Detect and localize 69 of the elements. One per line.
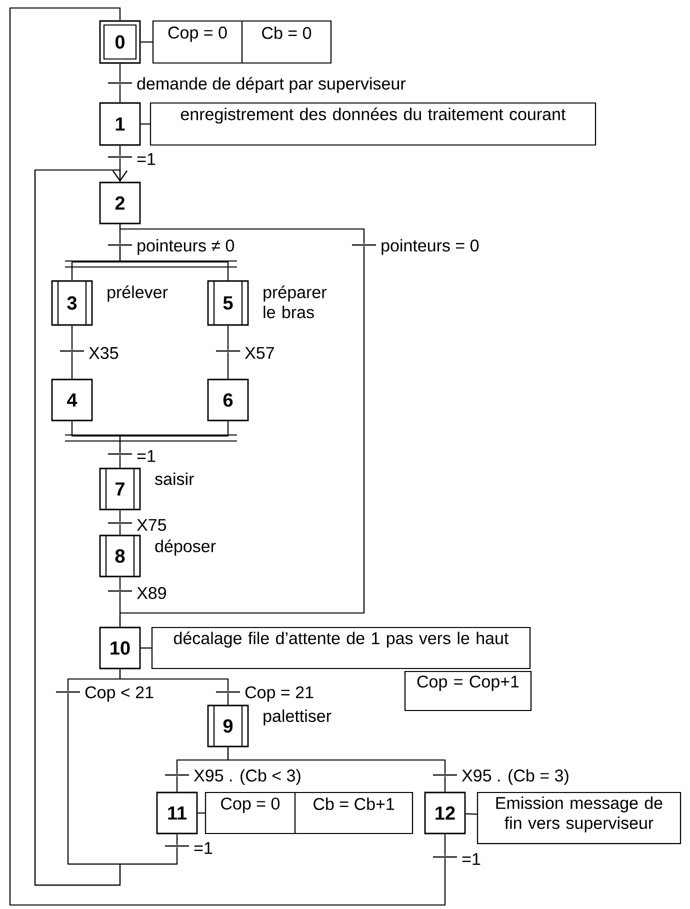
transition-condition: Cop = 21: [245, 686, 314, 702]
step-box: 11: [156, 792, 198, 834]
connector-line: [140, 41, 152, 43]
connector-line: [466, 813, 477, 815]
step-label: déposer: [155, 540, 216, 556]
connector-line: [227, 747, 446, 774]
connector-line: [227, 693, 229, 705]
action-box: Emission message de fin vers superviseur: [476, 792, 682, 844]
transition-condition: =1: [194, 842, 212, 854]
connector-line: [119, 224, 365, 244]
step-label: palettiser: [264, 710, 332, 726]
step-box: 7: [99, 467, 141, 510]
step-box: 3: [51, 280, 93, 326]
transition-condition: =1: [137, 450, 156, 462]
transition-condition: Cop < 21: [85, 686, 154, 702]
arrow: [34, 169, 128, 886]
connector-line: [227, 352, 229, 379]
action-box: enregistrement des données du traitement courant: [150, 102, 596, 146]
connector-line: [119, 421, 229, 453]
transition-condition: =1: [462, 853, 480, 865]
connector-line: [176, 834, 178, 845]
action-box: décalage file d’attente de 1 pas vers le haut: [151, 626, 531, 670]
action-box: Cop = Cop+1: [404, 670, 532, 712]
connector-line: [119, 577, 121, 590]
action-box: Cop = 0 Cb = Cb+1: [204, 792, 414, 834]
connector-line: [119, 64, 121, 82]
transition-condition: X35: [88, 347, 118, 359]
transition-condition: pointeurs ≠ 0: [138, 239, 234, 255]
step-box: 8: [99, 534, 141, 578]
connector-line: [119, 246, 229, 280]
step-box: 0: [99, 20, 141, 64]
step-box: 6: [207, 378, 249, 422]
transition-condition: X95 . (Cb = 3): [462, 769, 568, 785]
step-box: 10: [99, 626, 141, 670]
transition-condition: pointeurs = 0: [382, 239, 479, 255]
step-box: 1: [99, 102, 141, 146]
transition-condition: X57: [244, 347, 274, 359]
step-box: 9: [207, 704, 249, 748]
connector-line: [227, 326, 229, 350]
connector-line: [444, 776, 446, 792]
connector-line: [119, 158, 121, 182]
connector-line: [198, 812, 205, 814]
connector-line: [444, 834, 446, 856]
connector-line: [119, 246, 365, 627]
step-box: 5: [207, 280, 249, 326]
connector-line: [71, 326, 73, 350]
connector-line: [119, 669, 229, 691]
transition-condition: X89: [136, 587, 166, 600]
step-box: 2: [99, 182, 141, 224]
connector-line: [140, 647, 152, 649]
step-label: saisir: [155, 472, 194, 486]
step-box: 12: [424, 792, 466, 834]
transition-condition: X95 . (Cb < 3): [194, 769, 300, 785]
connector-line: [71, 352, 73, 379]
connector-line: [119, 146, 121, 156]
connector-line: [119, 510, 121, 522]
connector-line: [176, 776, 178, 792]
transition-condition: X75: [136, 519, 166, 531]
step-label: préparer le bras: [264, 286, 326, 318]
connector-line: [119, 455, 121, 468]
step-label: prélever: [108, 286, 168, 302]
connector-line: [119, 84, 121, 102]
connector-line: [119, 524, 121, 535]
transition-condition: demande de départ par superviseur: [137, 76, 406, 93]
connector-line: [140, 123, 150, 125]
transition-condition: =1: [137, 153, 156, 165]
action-box: Cop = 0 Cb = 0: [152, 20, 332, 64]
connector-line: [9, 7, 446, 906]
step-box: 4: [51, 378, 93, 422]
